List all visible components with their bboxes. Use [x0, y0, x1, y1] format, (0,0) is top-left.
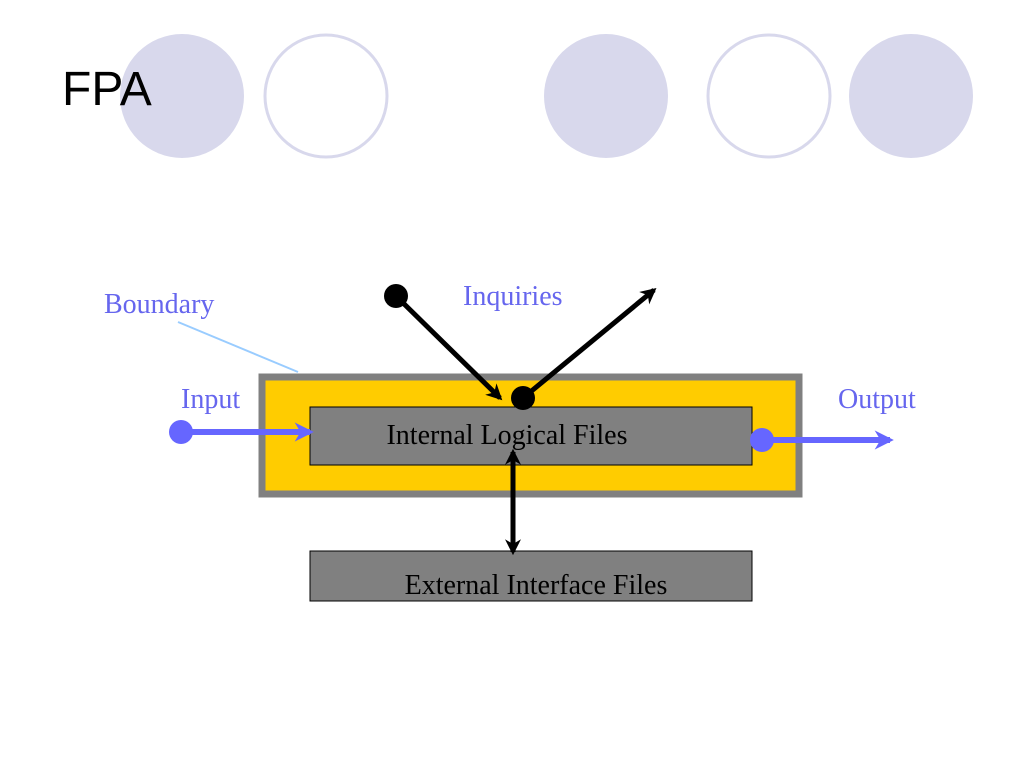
- inquiry-source-dot: [511, 386, 535, 410]
- input-label: Input: [181, 384, 240, 415]
- inquiry-out-arrow: [521, 287, 657, 400]
- input-start-dot: [169, 420, 193, 444]
- boundary-label: Boundary: [104, 289, 214, 320]
- decor-circle-filled-3: [849, 34, 973, 158]
- external-interface-files-label: External Interface Files: [405, 570, 668, 601]
- decor-circle-outline-1: [263, 33, 389, 159]
- decor-circle-filled-1: [120, 34, 244, 158]
- output-start-dot: [750, 428, 774, 452]
- inquiry-start-dot: [384, 284, 408, 308]
- slide-title: FPA: [62, 63, 152, 116]
- external-interface-files-box: [309, 550, 753, 602]
- decor-circle-outline-2: [706, 33, 832, 159]
- inquiries-label: Inquiries: [463, 281, 563, 312]
- internal-logical-files-label: Internal Logical Files: [386, 420, 627, 451]
- inquiry-in-arrow: [394, 294, 503, 401]
- output-label: Output: [838, 384, 916, 415]
- decor-circle-filled-2: [544, 34, 668, 158]
- decorative-circles: [120, 33, 973, 159]
- boundary-pointer-line: [177, 321, 299, 373]
